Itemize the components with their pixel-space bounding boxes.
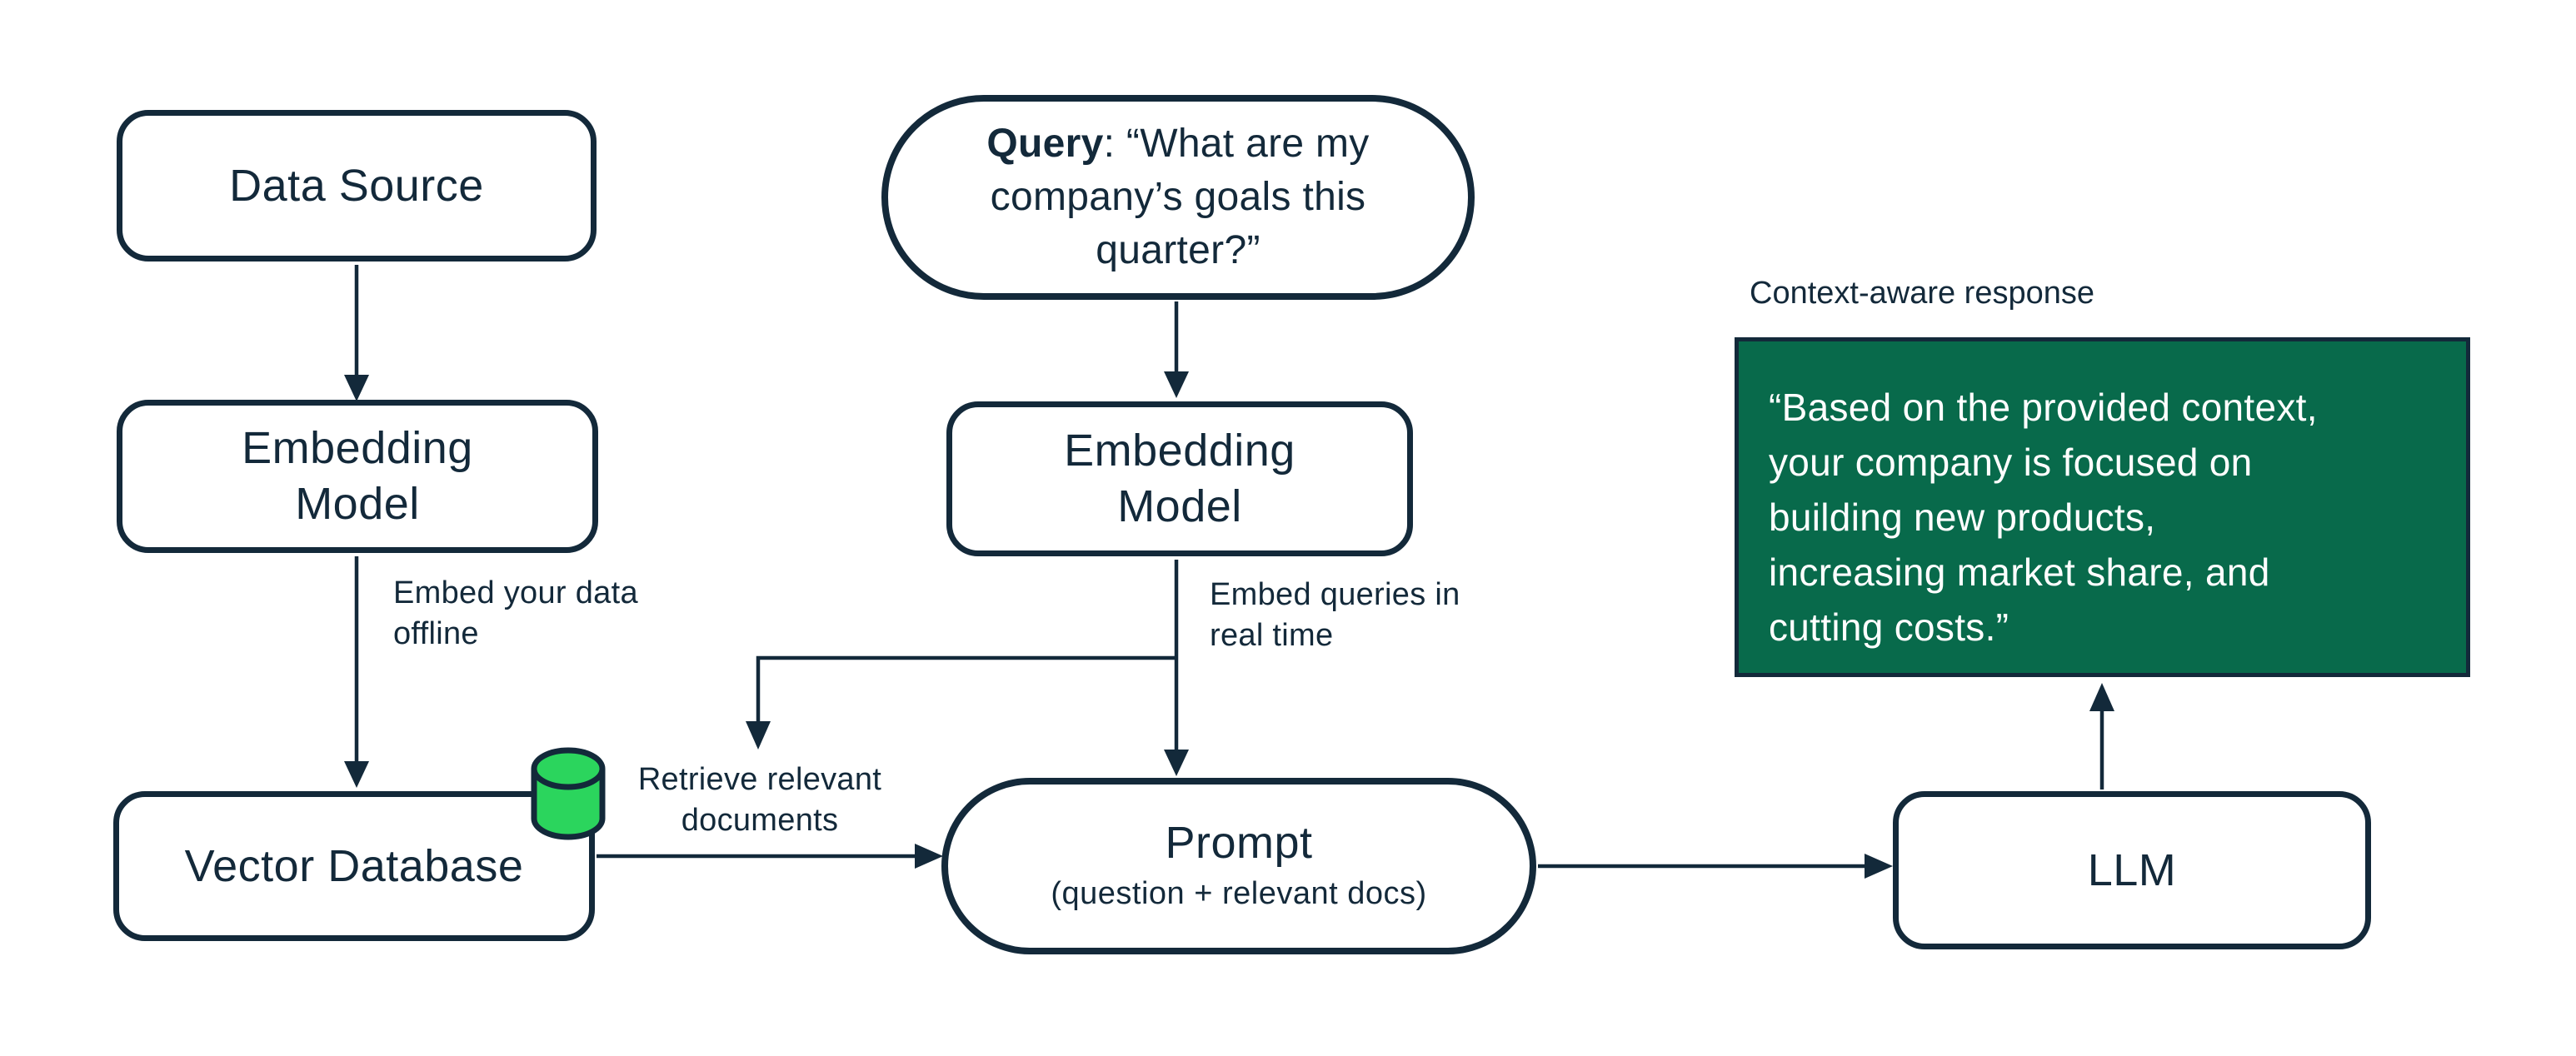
response-line: building new products,	[1769, 496, 2156, 539]
embedding-model-offline-node: Embedding Model	[117, 400, 598, 553]
response-line: “Based on the provided context,	[1769, 386, 2318, 429]
response-line: your company is focused on	[1769, 441, 2253, 484]
embedding-model-label-line2: Model	[295, 479, 420, 529]
edge-label-line: Retrieve relevant	[637, 762, 882, 797]
prompt-subtitle: (question + relevant docs)	[1051, 876, 1427, 912]
embedding-model-label-line1: Embedding	[1064, 426, 1295, 476]
query-bold-label: Query	[986, 122, 1104, 167]
edge-label-embed-offline: Embed your data offline	[393, 573, 638, 655]
query-node: Query: “What are my company’s goals this…	[881, 95, 1475, 300]
embedding-model-realtime-node: Embedding Model	[946, 401, 1413, 556]
query-text: Query: “What are my company’s goals this…	[945, 117, 1410, 276]
arrow-query-to-embedding-model	[1164, 301, 1189, 398]
llm-node: LLM	[1893, 791, 2371, 949]
context-aware-response-panel: “Based on the provided context, your com…	[1735, 337, 2470, 677]
edge-label-retrieve-documents: Retrieve relevant documents	[568, 760, 951, 841]
query-line2: company’s goals this	[990, 175, 1366, 220]
edge-label-embed-realtime: Embed queries in real time	[1210, 575, 1460, 656]
embedding-model-label-line2: Model	[1117, 481, 1242, 531]
vector-database-label: Vector Database	[184, 840, 524, 891]
embedding-model-label-line1: Embedding	[242, 423, 473, 474]
arrow-branch-retrieve-documents	[746, 655, 1176, 750]
query-line3: quarter?”	[1096, 227, 1261, 272]
edge-label-line: documents	[681, 803, 839, 838]
arrow-llm-to-response	[2089, 683, 2114, 790]
edge-label-line: Embed your data	[393, 575, 638, 610]
context-aware-response-caption: Context-aware response	[1750, 276, 2094, 311]
arrow-prompt-to-llm	[1538, 854, 1893, 879]
prompt-node: Prompt (question + relevant docs)	[941, 778, 1536, 954]
edge-label-line: Embed queries in	[1210, 577, 1460, 612]
arrow-data-source-to-embedding-model	[344, 265, 369, 401]
data-source-label: Data Source	[229, 160, 484, 211]
prompt-title: Prompt	[1165, 818, 1313, 869]
vector-database-node: Vector Database	[113, 791, 595, 941]
response-line: cutting costs.”	[1769, 605, 2009, 649]
edge-label-line: offline	[393, 616, 479, 651]
edge-label-line: real time	[1210, 618, 1334, 653]
llm-label: LLM	[2087, 844, 2177, 895]
query-line1-rest: : “What are my	[1103, 122, 1370, 167]
data-source-node: Data Source	[117, 110, 597, 262]
arrow-embedding-model-to-prompt	[1164, 560, 1189, 776]
arrow-embedding-model-to-vector-database	[344, 556, 369, 788]
arrow-vector-database-to-prompt	[597, 844, 943, 869]
response-line: increasing market share, and	[1769, 550, 2270, 594]
